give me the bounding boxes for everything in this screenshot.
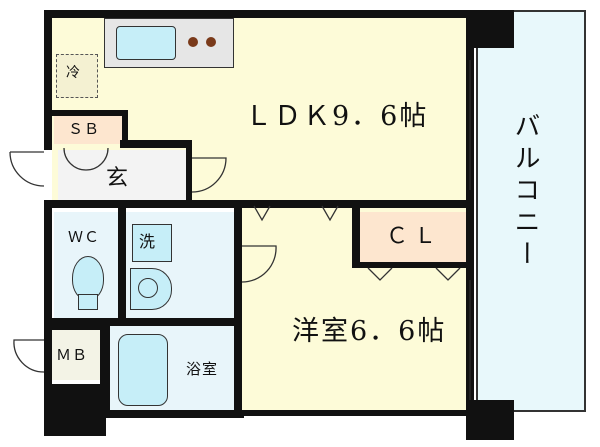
wall-mb-top xyxy=(46,324,106,330)
meter-box xyxy=(52,330,100,380)
corner-block-top-right xyxy=(466,10,514,48)
sb-door-icon xyxy=(63,147,109,171)
fridge-label: 冷 xyxy=(66,65,80,81)
wall-wash-right xyxy=(234,204,242,416)
wall-left-upper xyxy=(44,10,52,150)
washing-machine-drain xyxy=(138,278,158,298)
wall-bottom-right xyxy=(238,410,476,416)
wc-label: ＷＣ xyxy=(68,228,101,246)
balcony-label: バルコニー xyxy=(510,112,540,272)
closet-label: ＣＬ xyxy=(386,224,443,249)
meter-box-label: ＭＢ xyxy=(56,346,89,364)
wc-door-icon xyxy=(241,245,277,283)
kitchen-sink xyxy=(116,26,176,60)
corner-block-bottom-right xyxy=(470,400,514,440)
wash-label: 洗 xyxy=(139,232,156,251)
wall-right xyxy=(466,10,474,440)
entrance-area xyxy=(58,150,190,200)
bathtub xyxy=(118,334,168,406)
entrance-label: 玄 xyxy=(106,166,129,191)
wall-closet-left xyxy=(352,204,360,268)
closet-door-icon xyxy=(367,267,461,281)
corner-block-bottom-left xyxy=(44,384,106,436)
wall-wc-bottom xyxy=(46,318,240,326)
wall-mb-right xyxy=(100,324,106,384)
wall-sb-top xyxy=(52,110,128,116)
closet-area xyxy=(360,212,466,262)
shoe-box-label: ＳＢ xyxy=(68,120,101,138)
wall-bath-left xyxy=(102,322,110,416)
stove-burner-icon xyxy=(206,37,216,47)
entrance-inner-door-icon xyxy=(191,157,227,193)
balcony-area xyxy=(476,10,586,412)
sliding-door-icon xyxy=(253,205,339,222)
bathroom-label: 浴室 xyxy=(186,360,219,378)
wall-wc-right xyxy=(118,204,126,324)
wall-top xyxy=(44,10,476,18)
wall-entrance-top xyxy=(120,140,190,148)
fridge-space xyxy=(56,54,98,98)
wash-basin xyxy=(132,224,172,262)
wall-closet-bottom xyxy=(352,262,472,268)
toilet-bowl xyxy=(72,256,104,300)
entrance-door-icon xyxy=(9,151,45,187)
toilet-tank xyxy=(78,294,98,310)
western-room-label: 洋室6．6帖 xyxy=(292,316,447,347)
stove-burner-icon xyxy=(188,37,198,47)
wall-entrance-right xyxy=(186,140,192,204)
wall-bottom xyxy=(44,410,244,418)
wall-sb-right xyxy=(122,110,128,146)
ldk-label: ＬＤＫ9．6帖 xyxy=(245,101,429,132)
wall-mid-horizontal xyxy=(52,200,236,208)
mb-door-icon xyxy=(13,339,45,373)
shoe-box xyxy=(54,116,124,144)
